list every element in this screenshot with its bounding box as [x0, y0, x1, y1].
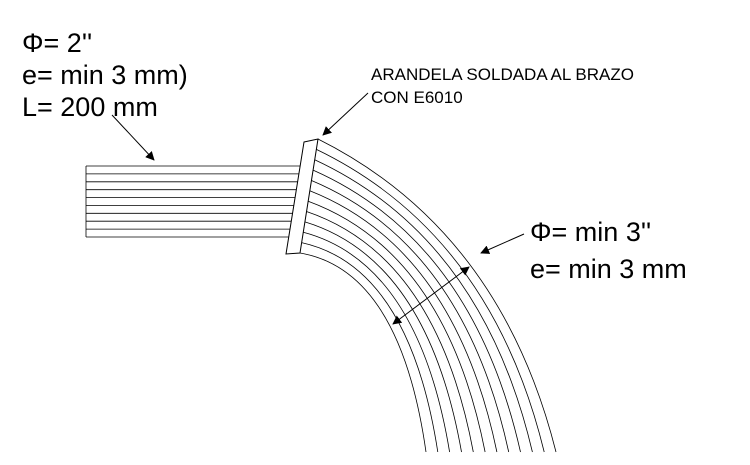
pipe-leader-arrow	[111, 114, 155, 161]
arm-diameter-dimension	[392, 266, 470, 325]
pipe-diameter-label: Φ= 2''	[22, 28, 93, 58]
arm-diameter-label: Φ= min 3''	[530, 217, 652, 247]
arm-line	[317, 138, 557, 453]
arm-line	[314, 159, 533, 453]
arm-line	[301, 242, 439, 453]
arm-line	[311, 180, 510, 453]
arm-leader-arrow	[480, 233, 525, 254]
curved-arm	[299, 138, 557, 453]
arm-line	[306, 211, 474, 453]
arm-line	[303, 231, 450, 453]
pipe-length-label: L= 200 mm	[22, 92, 158, 122]
welded-washer	[285, 138, 319, 255]
arm-line	[299, 252, 427, 453]
arm-thickness-label: e= min 3 mm	[530, 254, 687, 284]
arm-line	[309, 190, 498, 453]
washer-note-line1: ARANDELA SOLDADA AL BRAZO	[371, 65, 634, 84]
washer-note-line2: CON E6010	[371, 88, 463, 107]
pipe-thickness-label: e= min 3 mm)	[22, 60, 188, 90]
straight-pipe	[85, 165, 300, 238]
washer-leader-arrow	[322, 92, 369, 136]
arm-line	[316, 149, 545, 453]
arm-line	[308, 200, 486, 453]
